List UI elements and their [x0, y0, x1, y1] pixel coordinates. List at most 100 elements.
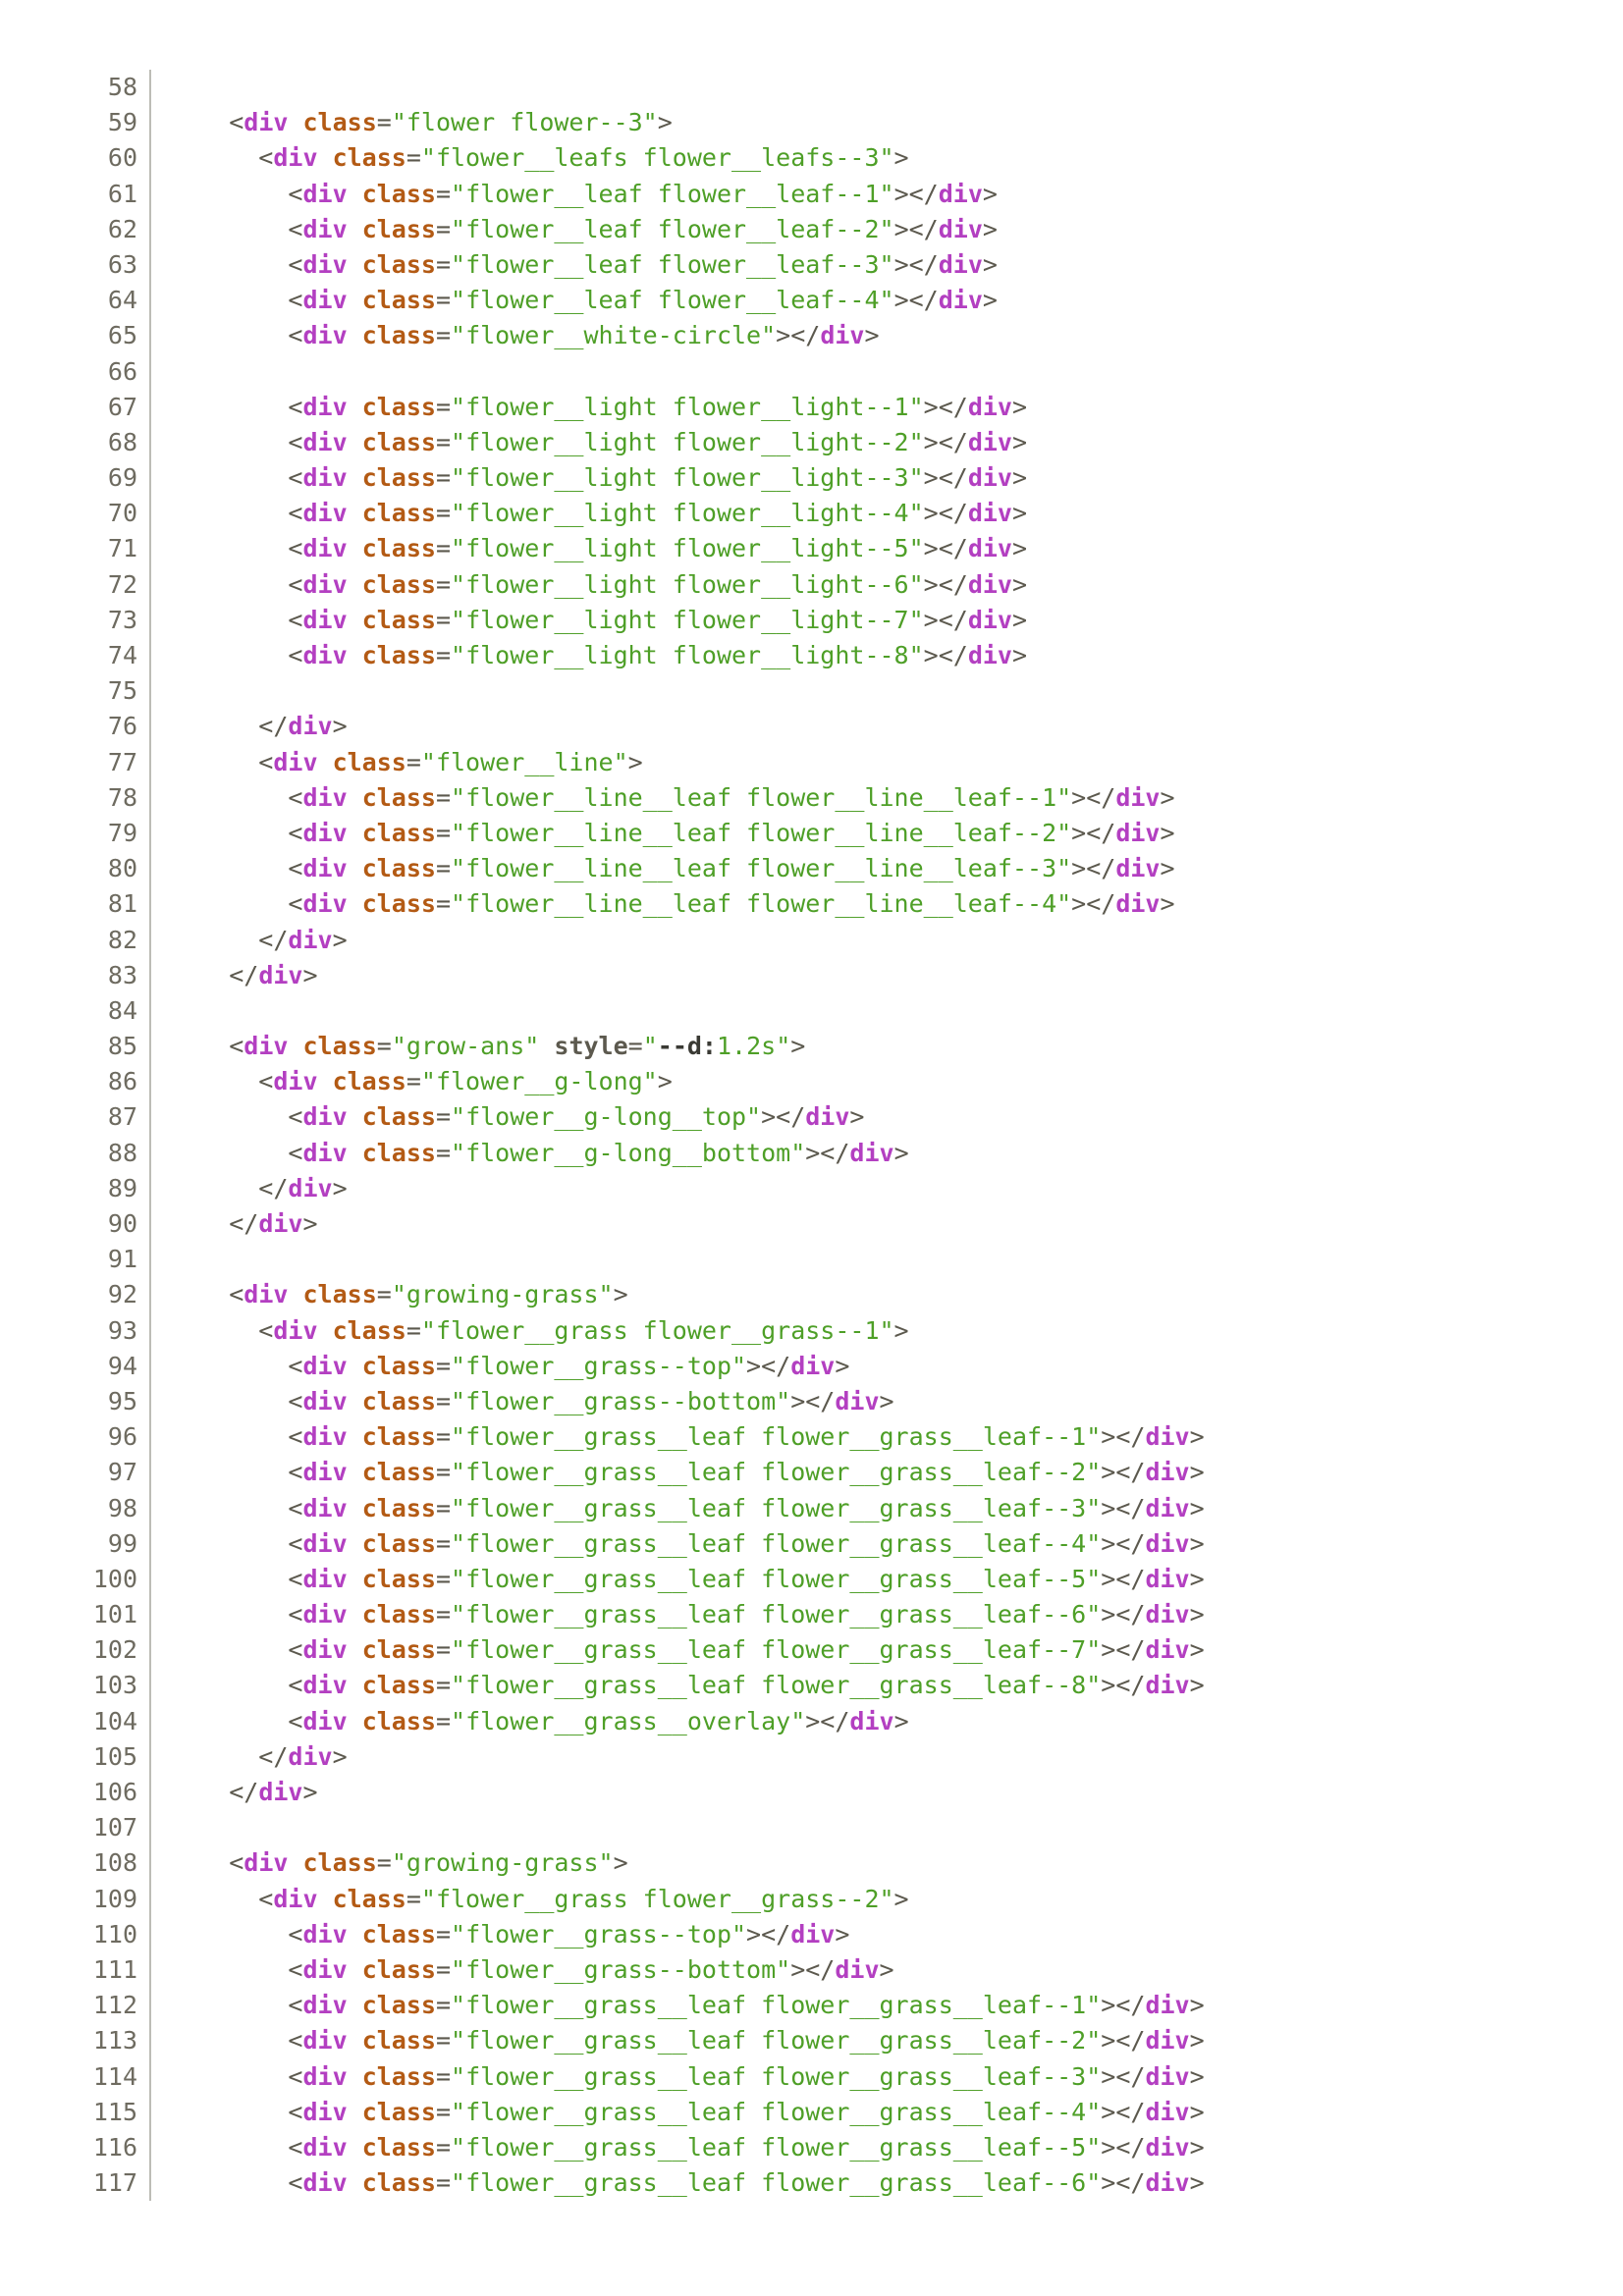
code-text: <div class="flower flower--3">: [149, 105, 673, 141]
code-text: </div>: [149, 922, 348, 958]
code-token: >: [1189, 2132, 1205, 2162]
line-number: 110: [92, 1919, 137, 1949]
code-token: [348, 1387, 362, 1415]
code-token: div: [243, 108, 289, 137]
code-token: class: [361, 1600, 436, 1629]
code-text: <div class="flower__light flower__light-…: [149, 424, 1028, 461]
code-token: "flower__light flower__light--1": [451, 392, 924, 421]
code-token: "flower__light flower__light--4": [451, 499, 924, 528]
code-token: "flower__grass__leaf flower__grass__leaf…: [451, 2168, 1102, 2198]
code-token: div: [967, 499, 1012, 528]
code-line: 99 <div class="flower__grass__leaf flowe…: [0, 1525, 1205, 1562]
code-token: div: [1145, 1422, 1190, 1452]
line-number: 104: [92, 1706, 137, 1735]
code-token: div: [302, 2061, 348, 2091]
code-token: >: [332, 712, 348, 741]
line-number: 70: [107, 499, 137, 528]
code-token: >: [1011, 392, 1028, 421]
code-token: "flower__g-long__bottom": [451, 1138, 806, 1167]
code-token: >: [1189, 1528, 1205, 1558]
code-token: div: [820, 321, 865, 350]
code-token: >: [1011, 605, 1028, 634]
code-token: ></: [923, 392, 968, 421]
code-token: div: [1115, 889, 1161, 919]
code-token: [288, 108, 302, 136]
code-token: =: [435, 249, 452, 279]
code-text: <div class="flower__grass--top"></div>: [149, 1348, 850, 1384]
code-token: div: [288, 712, 333, 741]
code-token: ></: [805, 1706, 850, 1735]
code-token: [348, 250, 362, 279]
code-token: >: [1189, 1671, 1205, 1700]
line-number: 74: [107, 641, 137, 669]
code-token: <: [170, 605, 303, 634]
code-token: div: [835, 1954, 880, 1984]
code-token: =: [406, 1067, 421, 1096]
code-token: >: [1189, 1991, 1205, 2020]
code-token: div: [1145, 1991, 1190, 2020]
code-token: "flower__grass__leaf flower__grass__leaf…: [451, 1493, 1102, 1522]
code-token: ></: [893, 179, 939, 208]
code-token: >: [864, 321, 880, 350]
code-token: class: [302, 1848, 377, 1878]
code-token: >: [1011, 499, 1028, 528]
code-line: 69 <div class="flower__light flower__lig…: [0, 460, 1205, 497]
code-token: div: [258, 1778, 303, 1806]
code-token: <: [170, 1954, 303, 1984]
code-text: <div class="flower__light flower__light-…: [149, 638, 1027, 674]
line-number: 75: [107, 676, 137, 706]
code-text: <div class="flower__leaf flower__leaf--1…: [149, 176, 998, 212]
line-number: 66: [107, 356, 137, 386]
code-token: >: [835, 1351, 850, 1380]
code-token: div: [967, 641, 1012, 669]
line-number: 72: [107, 569, 137, 599]
code-token: class: [332, 1315, 406, 1345]
code-text: <div class="flower__g-long__bottom"></di…: [149, 1135, 909, 1171]
code-token: div: [302, 427, 348, 456]
code-text: [149, 1242, 170, 1278]
line-number: 83: [107, 960, 137, 989]
code-token: div: [967, 605, 1012, 634]
code-token: <: [170, 2168, 303, 2198]
code-token: "flower__light flower__light--8": [451, 641, 924, 669]
code-token: "growing-grass": [391, 1848, 614, 1878]
code-token: "flower__grass__leaf flower__grass__leaf…: [451, 1671, 1102, 1700]
code-token: </: [170, 712, 289, 741]
code-token: >: [613, 1280, 628, 1309]
code-token: >: [1011, 427, 1028, 456]
line-number: 63: [107, 249, 137, 279]
code-token: =: [435, 1635, 452, 1665]
code-token: =: [435, 1564, 452, 1593]
code-token: <: [170, 641, 303, 669]
code-line: 94 <div class="flower__grass--top"></div…: [0, 1348, 1205, 1384]
code-token: <: [170, 2132, 303, 2162]
code-token: <: [170, 1848, 244, 1878]
code-token: <: [170, 1635, 303, 1665]
code-token: "flower__grass__leaf flower__grass__leaf…: [451, 1528, 1102, 1558]
code-token: >: [332, 925, 348, 954]
code-token: div: [938, 286, 983, 315]
code-token: div: [1115, 854, 1161, 883]
code-token: class: [302, 1032, 377, 1061]
code-token: =: [376, 1280, 392, 1309]
code-token: =: [435, 463, 452, 493]
code-line: 72 <div class="flower__light flower__lig…: [0, 566, 1205, 603]
code-token: div: [849, 1138, 894, 1167]
line-number: 79: [107, 818, 137, 847]
code-line: 58: [0, 70, 1205, 106]
code-token: class: [302, 108, 377, 137]
line-number: 65: [107, 321, 137, 350]
line-number: 82: [107, 925, 137, 954]
line-number: 81: [107, 889, 137, 919]
code-token: >: [879, 1386, 894, 1415]
code-line: 93 <div class="flower__grass flower__gra…: [0, 1312, 1205, 1349]
code-line: 82 </div>: [0, 922, 1205, 958]
code-token: >: [835, 1919, 850, 1949]
code-token: =: [435, 1528, 452, 1558]
code-token: div: [302, 321, 348, 350]
code-token: class: [361, 1102, 436, 1132]
code-token: ></: [1101, 1422, 1146, 1452]
code-token: class: [361, 1635, 436, 1665]
code-token: "flower__leaf flower__leaf--3": [451, 249, 894, 279]
code-token: div: [967, 463, 1012, 493]
